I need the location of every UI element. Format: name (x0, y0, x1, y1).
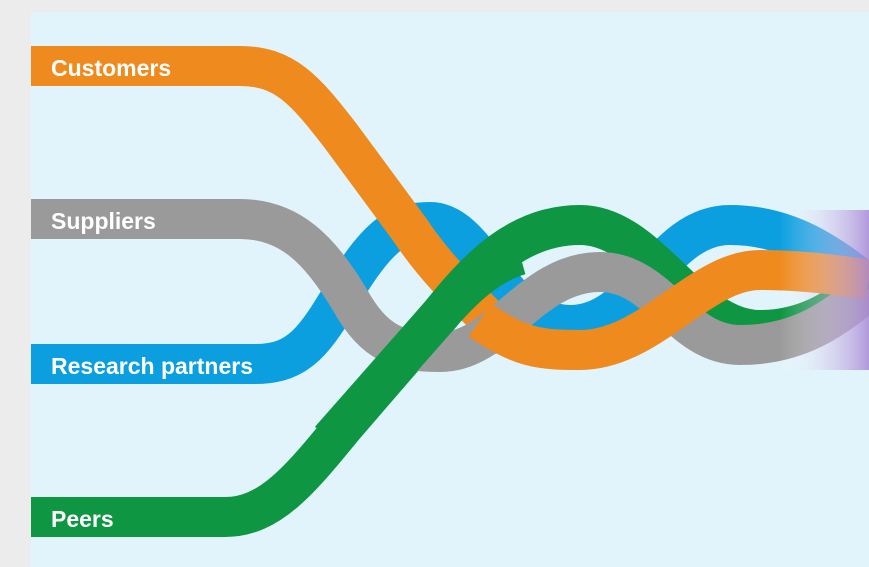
peers-band-front (314, 235, 527, 454)
suppliers-label: Suppliers (51, 208, 156, 234)
peers-label: Peers (51, 506, 114, 532)
suppliers-band (31, 199, 869, 373)
merge-fade (780, 210, 869, 370)
research-partners-label: Research partners (51, 353, 253, 379)
customers-label: Customers (51, 55, 171, 81)
